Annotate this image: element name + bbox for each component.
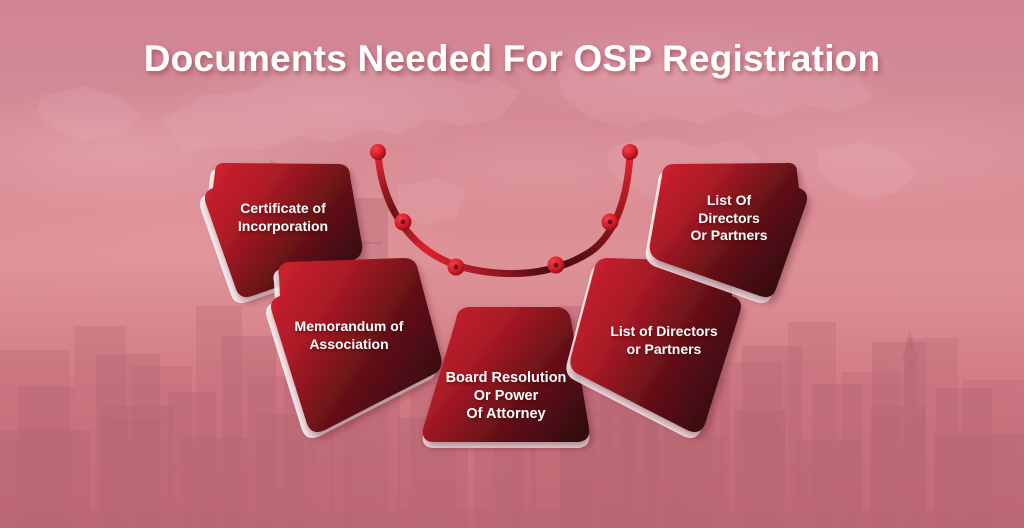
card-label-board-resolution-or-power-of-attorney: Board Resolution Or Power Of Attorney — [445, 370, 567, 423]
card-memorandum-of-association[interactable] — [266, 258, 442, 438]
page-title: Documents Needed For OSP Registration — [143, 38, 881, 79]
card-label-list-of-directors-or-partners-upper: List Of Directors Or Partners — [690, 192, 768, 243]
card-board-resolution-or-power-of-attorney[interactable] — [422, 307, 590, 448]
card-label-certificate-of-incorporation: Certificate of Incorporation — [237, 200, 329, 234]
card-list-of-directors-or-partners-upper[interactable] — [645, 162, 808, 304]
card-list-of-directors-or-partners-lower[interactable] — [566, 258, 741, 438]
card-label-list-of-directors-or-partners-lower: List of Directors or Partners — [610, 323, 718, 357]
card-label-memorandum-of-association: Memorandum of Association — [294, 318, 404, 352]
